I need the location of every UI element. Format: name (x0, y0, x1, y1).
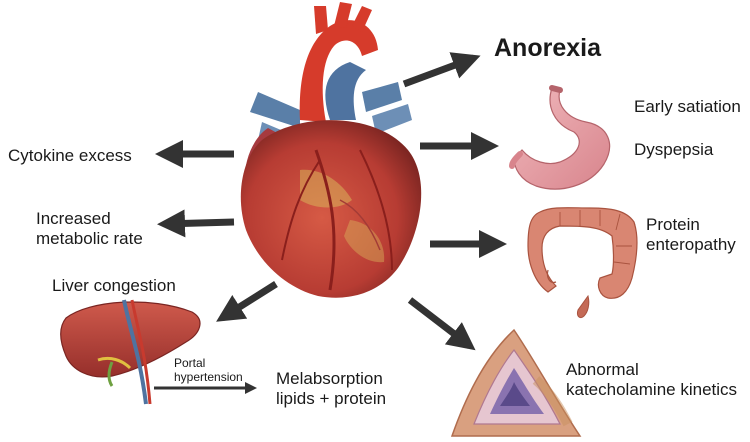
arrow-anorexia (404, 58, 474, 84)
intestine-illustration (528, 208, 637, 318)
adrenal-illustration (452, 330, 580, 436)
stomach-illustration (512, 88, 610, 189)
label-liver-congestion: Liver congestion (52, 276, 176, 296)
label-anorexia: Anorexia (494, 34, 601, 62)
label-malabsorption: Melabsorption lipids + protein (276, 369, 386, 409)
label-portal-hypertension: Portal hypertension (174, 356, 243, 384)
heart-illustration (241, 2, 421, 298)
label-increased-metabolic-rate: Increased metabolic rate (36, 209, 143, 249)
label-catecholamine-kinetics: Abnormal katecholamine kinetics (566, 360, 737, 400)
arrow-adrenal (410, 300, 470, 346)
arrow-liver (222, 284, 276, 318)
label-protein-enteropathy: Protein enteropathy (646, 215, 736, 255)
arrow-metabolic (164, 222, 234, 224)
label-early-satiation: Early satiation (634, 97, 741, 117)
label-cytokine-excess: Cytokine excess (8, 146, 132, 166)
label-dyspepsia: Dyspepsia (634, 140, 713, 160)
